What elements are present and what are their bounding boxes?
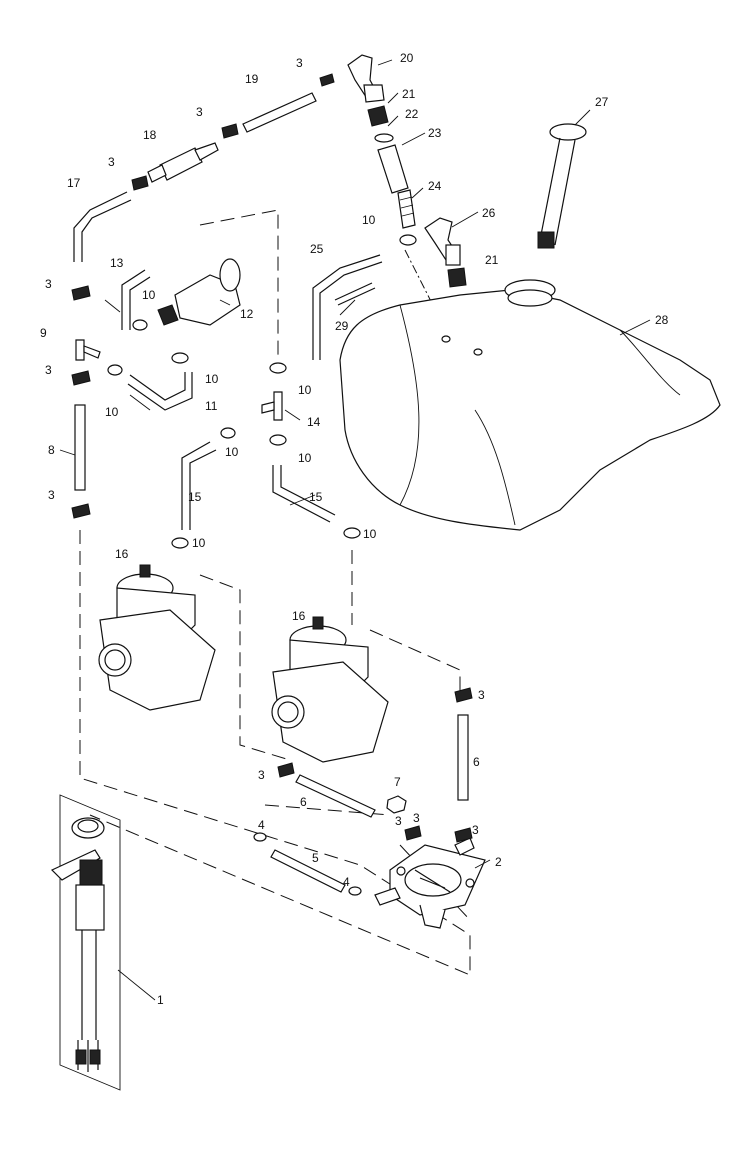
callout-10: 10: [225, 445, 239, 459]
part-26-elbow-fitting: [424, 217, 461, 266]
callout-labels: 1 2 3 3 3 3 3 3 3 3 3 3 3 4 4 5 6 6 7 8 …: [40, 51, 669, 1007]
callout-3: 3: [413, 811, 420, 825]
callout-28: 28: [655, 313, 669, 327]
part-2-fuel-pump: [374, 837, 486, 929]
callout-18: 18: [143, 128, 157, 142]
part-21-strainers: [367, 105, 467, 288]
callout-3: 3: [472, 823, 479, 837]
callout-3: 3: [478, 688, 485, 702]
callout-13: 13: [110, 256, 124, 270]
callout-22: 22: [405, 107, 419, 121]
callout-24: 24: [428, 179, 442, 193]
part-28-fuel-tank: [339, 279, 721, 531]
hoses: [73, 92, 469, 893]
callout-10: 10: [363, 527, 377, 541]
callout-7: 7: [394, 775, 401, 789]
part-27-level-sender: [537, 123, 587, 249]
callout-6: 6: [473, 755, 480, 769]
callout-10: 10: [298, 451, 312, 465]
part-9-t-piece: [75, 339, 101, 361]
callout-9: 9: [40, 326, 47, 340]
part-1-fuel-sender: [50, 794, 121, 1091]
callout-21: 21: [485, 253, 499, 267]
callout-10: 10: [192, 536, 206, 550]
callout-5: 5: [312, 851, 319, 865]
callout-15: 15: [188, 490, 202, 504]
callout-2: 2: [495, 855, 502, 869]
part-20-elbow-fitting: [347, 54, 385, 103]
part-24-filter: [397, 189, 416, 229]
callout-16: 16: [292, 609, 306, 623]
callout-3: 3: [196, 105, 203, 119]
part-12-fitting: [157, 258, 241, 326]
callout-10: 10: [298, 383, 312, 397]
callout-3: 3: [395, 814, 402, 828]
callout-3: 3: [258, 768, 265, 782]
callout-3: 3: [108, 155, 115, 169]
callout-27: 27: [595, 95, 609, 109]
hose-clamps: [107, 234, 417, 549]
callout-16: 16: [115, 547, 129, 561]
assembly-guide-lines: [79, 209, 479, 976]
callout-20: 20: [400, 51, 414, 65]
callout-10: 10: [205, 372, 219, 386]
hose-clips: [71, 73, 473, 843]
callout-11: 11: [205, 399, 218, 413]
callout-4: 4: [343, 875, 350, 889]
leader-lines: [59, 59, 651, 1001]
callout-3: 3: [296, 56, 303, 70]
callout-12: 12: [240, 307, 254, 321]
callout-15: 15: [309, 490, 323, 504]
callout-6: 6: [300, 795, 307, 809]
part-22-seal: [374, 133, 394, 143]
part-16-carburettor-right: [271, 616, 389, 763]
callout-14: 14: [307, 415, 321, 429]
part-14-t-piece: [261, 391, 283, 421]
callout-8: 8: [48, 443, 55, 457]
callout-21: 21: [402, 87, 416, 101]
callout-3: 3: [45, 363, 52, 377]
part-16-carburettor-left: [98, 564, 216, 711]
part-18-fuel-filter: [147, 142, 219, 183]
callout-3: 3: [48, 488, 55, 502]
callout-3: 3: [45, 277, 52, 291]
callout-29: 29: [335, 319, 349, 333]
rings-and-nut: [253, 795, 407, 896]
callout-10: 10: [142, 288, 156, 302]
callout-17: 17: [67, 176, 81, 190]
callout-10: 10: [105, 405, 119, 419]
callout-10: 10: [362, 213, 376, 227]
callout-25: 25: [310, 242, 324, 256]
callout-1: 1: [157, 993, 164, 1007]
callout-19: 19: [245, 72, 259, 86]
callout-23: 23: [428, 126, 442, 140]
callout-4: 4: [258, 818, 265, 832]
callout-26: 26: [482, 206, 496, 220]
